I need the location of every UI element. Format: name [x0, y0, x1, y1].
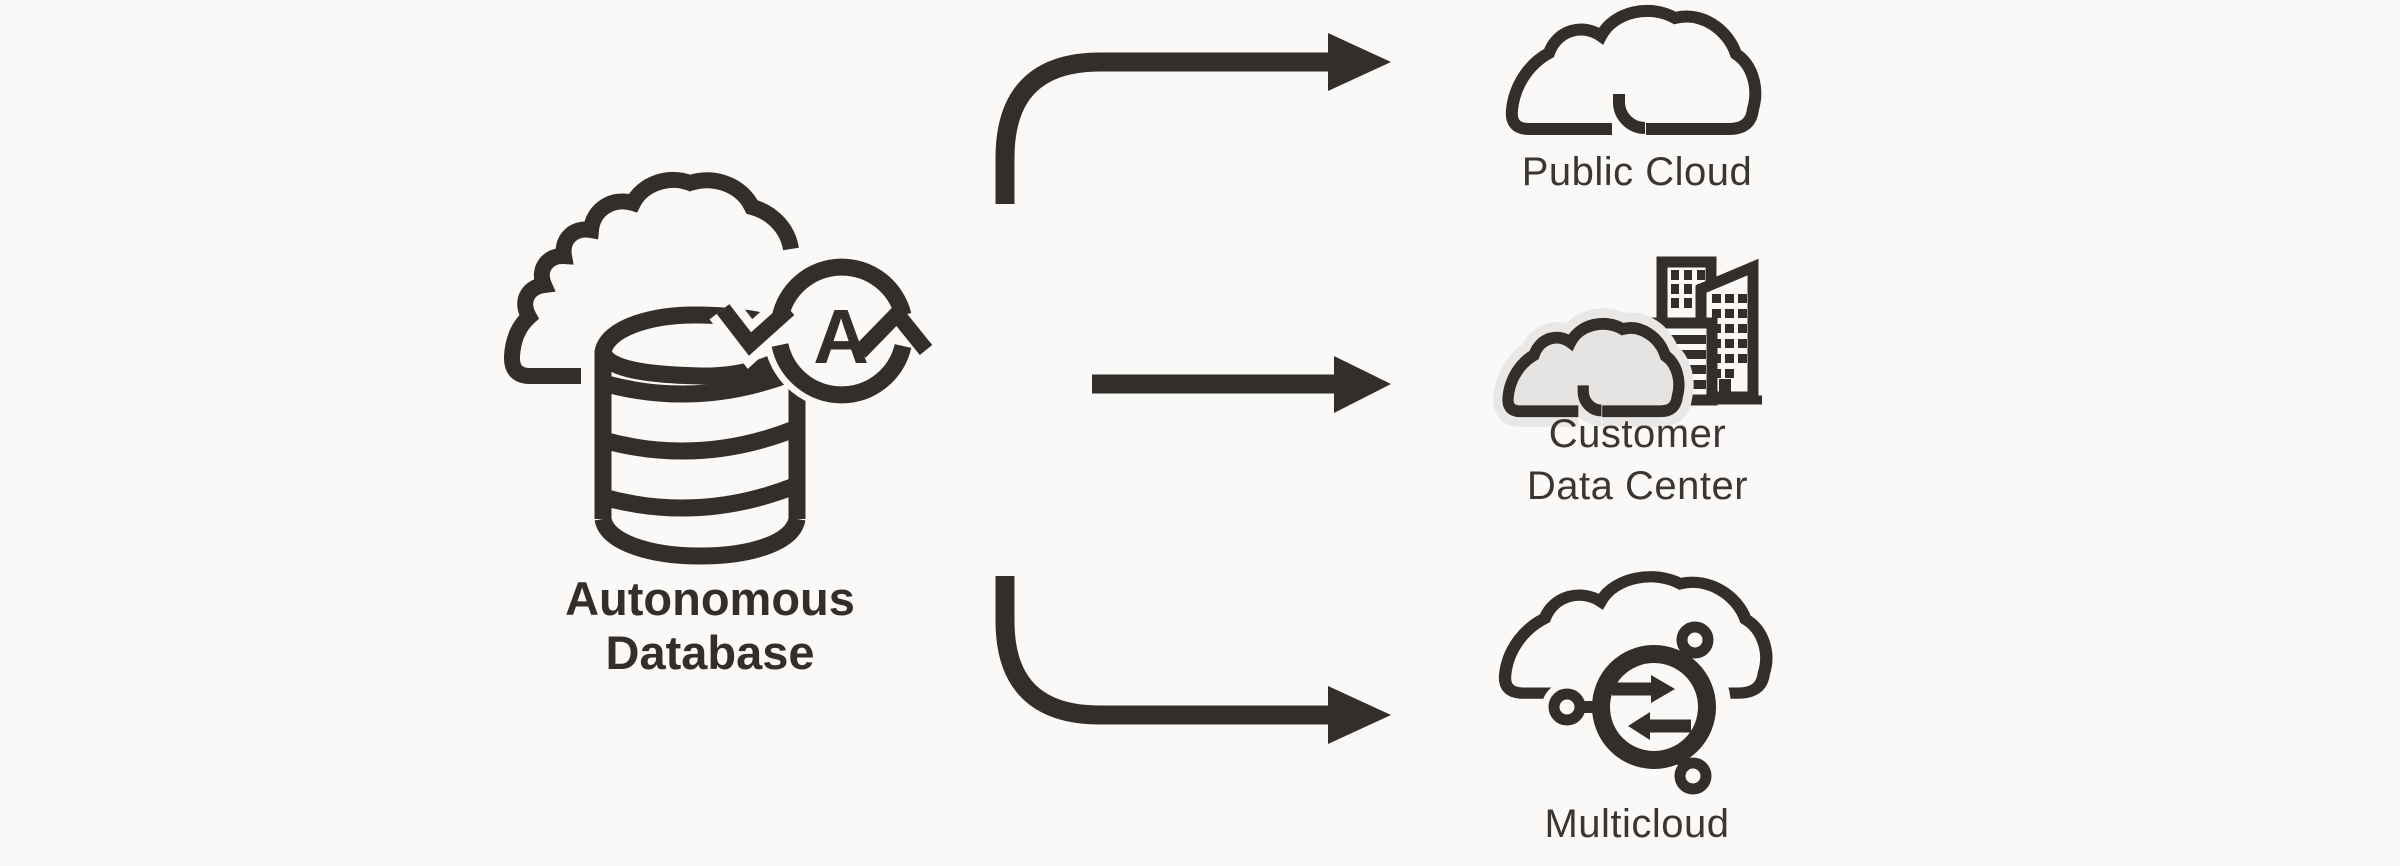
- network-node-icon: [1676, 621, 1714, 659]
- arrow-to-multicloud: [995, 576, 1391, 744]
- exchange-arrows-icon: [1612, 675, 1691, 740]
- multicloud-label: Multicloud: [1544, 802, 1730, 846]
- arrow-shaft: [995, 576, 1331, 725]
- network-node-icon: [1674, 757, 1712, 795]
- autonomous-database-icon: A: [503, 171, 940, 570]
- arrow-to-public-cloud: [995, 33, 1391, 204]
- public-cloud-label: Public Cloud: [1521, 150, 1753, 194]
- arrow-shaft: [995, 52, 1331, 204]
- arrow-head: [1328, 686, 1391, 744]
- cylinder-band: [600, 420, 801, 460]
- arrow-head: [1334, 356, 1391, 413]
- network-exchange-circle: [1592, 645, 1716, 769]
- cloud-icon: [503, 171, 799, 384]
- customer-data-center-icon: [1508, 256, 1762, 411]
- arrow-to-customer-data-center: [1092, 356, 1391, 413]
- building-door: [1719, 379, 1731, 397]
- badge-arrowhead-right: [854, 301, 933, 358]
- sync-arrows-icon: A: [709, 252, 940, 410]
- public-cloud-icon: [1512, 11, 1755, 129]
- multicloud-network-icon: [1505, 577, 1766, 801]
- cylinder-band: [600, 477, 801, 517]
- badge-arrowhead-left: [716, 303, 795, 356]
- network-node-icon: [1548, 688, 1586, 726]
- cylinder-band: [600, 363, 801, 403]
- autonomous-database-label: Autonomous Database: [565, 572, 855, 679]
- autonomous-badge-letter: A: [813, 294, 869, 380]
- arrow-head: [1328, 33, 1391, 91]
- cylinder-bottom: [594, 516, 806, 565]
- badge-top-arc: [771, 258, 912, 320]
- customer-data-center-label: Customer Data Center: [1526, 412, 1749, 508]
- badge-bottom-arc: [771, 342, 912, 404]
